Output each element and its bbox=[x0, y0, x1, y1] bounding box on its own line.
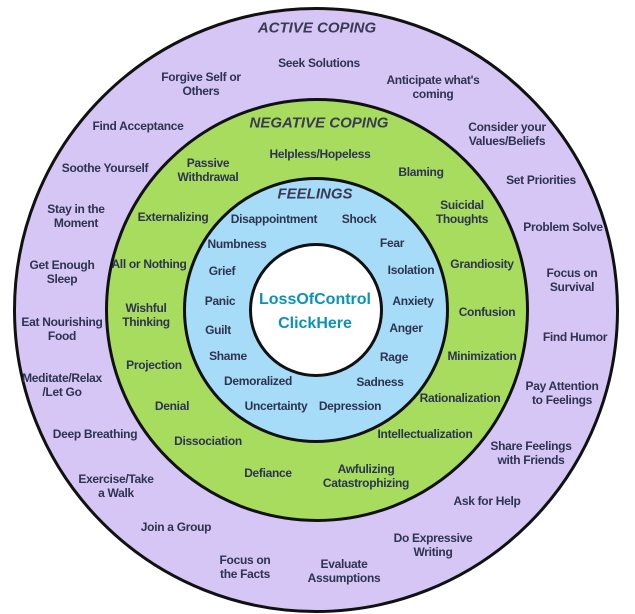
feelings-item: Fear bbox=[379, 236, 405, 250]
active-item: Join a Group bbox=[140, 520, 212, 534]
active-item: Forgive Self or Others bbox=[161, 70, 241, 98]
negative-item: Intellectualization bbox=[377, 427, 473, 441]
active-item: Focus on Survival bbox=[546, 266, 598, 294]
active-item: Do Expressive Writing bbox=[393, 531, 473, 559]
negative-item: Externalizing bbox=[137, 210, 209, 224]
active-item: Eat Nourishing Food bbox=[21, 315, 103, 343]
feelings-item: Shock bbox=[341, 212, 377, 226]
active-item: Find Humor bbox=[542, 330, 608, 344]
active-item: Stay in the Moment bbox=[47, 202, 105, 230]
negative-item: Confusion bbox=[458, 305, 516, 319]
feelings-item: Shame bbox=[209, 349, 247, 363]
active-item: Set Priorities bbox=[506, 173, 576, 187]
active-item: Get Enough Sleep bbox=[29, 258, 95, 286]
active-item: Pay Attention to Feelings bbox=[525, 379, 599, 407]
feelings-item: Isolation bbox=[387, 263, 435, 277]
feelings-item: Disappointment bbox=[230, 212, 318, 226]
center-link-line1[interactable]: LossOfControl bbox=[259, 291, 371, 308]
negative-item: Suicidal Thoughts bbox=[435, 198, 489, 226]
active-item: Soothe Yourself bbox=[61, 161, 149, 175]
feelings-item: Anger bbox=[389, 321, 423, 335]
negative-item: Defiance bbox=[244, 466, 292, 480]
active-item: Evaluate Assumptions bbox=[307, 557, 381, 585]
active-item: Find Acceptance bbox=[92, 119, 184, 133]
feelings-item: Demoralized bbox=[223, 374, 293, 388]
feelings-item: Anxiety bbox=[392, 294, 434, 308]
active-item: Problem Solve bbox=[523, 220, 603, 234]
negative-item: Blaming bbox=[398, 165, 444, 179]
negative-item: Projection bbox=[126, 358, 182, 372]
active-item: Meditate/Relax /Let Go bbox=[22, 371, 102, 399]
feelings-item: Guilt bbox=[205, 323, 231, 337]
negative-coping-title: NEGATIVE COPING bbox=[249, 114, 389, 132]
center-circle bbox=[249, 243, 383, 377]
feelings-item: Rage bbox=[379, 350, 409, 364]
negative-item: Wishful Thinking bbox=[122, 301, 170, 329]
active-item: Exercise/Take a Walk bbox=[78, 472, 154, 500]
active-item: Ask for Help bbox=[453, 494, 521, 508]
active-item: Consider your Values/Beliefs bbox=[468, 120, 546, 148]
negative-item: Awfulizing Catastrophizing bbox=[322, 462, 410, 490]
active-item: Deep Breathing bbox=[52, 427, 138, 441]
center-link-line2[interactable]: ClickHere bbox=[278, 315, 352, 332]
active-item: Seek Solutions bbox=[278, 56, 360, 70]
active-coping-title: ACTIVE COPING bbox=[257, 19, 377, 37]
feelings-title: FEELINGS bbox=[277, 185, 353, 203]
loss-of-control-link[interactable]: LossOfControl ClickHere bbox=[259, 288, 371, 336]
negative-item: Passive Withdrawal bbox=[177, 156, 239, 184]
feelings-item: Numbness bbox=[207, 237, 267, 251]
negative-item: Dissociation bbox=[174, 434, 242, 448]
feelings-item: Sadness bbox=[356, 375, 404, 389]
active-item: Share Feelings with Friends bbox=[490, 439, 572, 467]
feelings-item: Panic bbox=[204, 294, 236, 308]
negative-item: Denial bbox=[154, 399, 190, 413]
negative-item: Grandiosity bbox=[450, 257, 514, 271]
negative-item: Helpless/Hopeless bbox=[269, 147, 371, 161]
feelings-item: Grief bbox=[208, 264, 236, 278]
negative-item: Rationalization bbox=[419, 391, 501, 405]
active-item: Focus on the Facts bbox=[219, 553, 271, 581]
feelings-item: Depression bbox=[318, 399, 382, 413]
negative-item: All or Nothing bbox=[111, 257, 187, 271]
active-item: Anticipate what's coming bbox=[386, 73, 480, 101]
negative-item: Minimization bbox=[447, 349, 517, 363]
feelings-item: Uncertainty bbox=[244, 399, 308, 413]
